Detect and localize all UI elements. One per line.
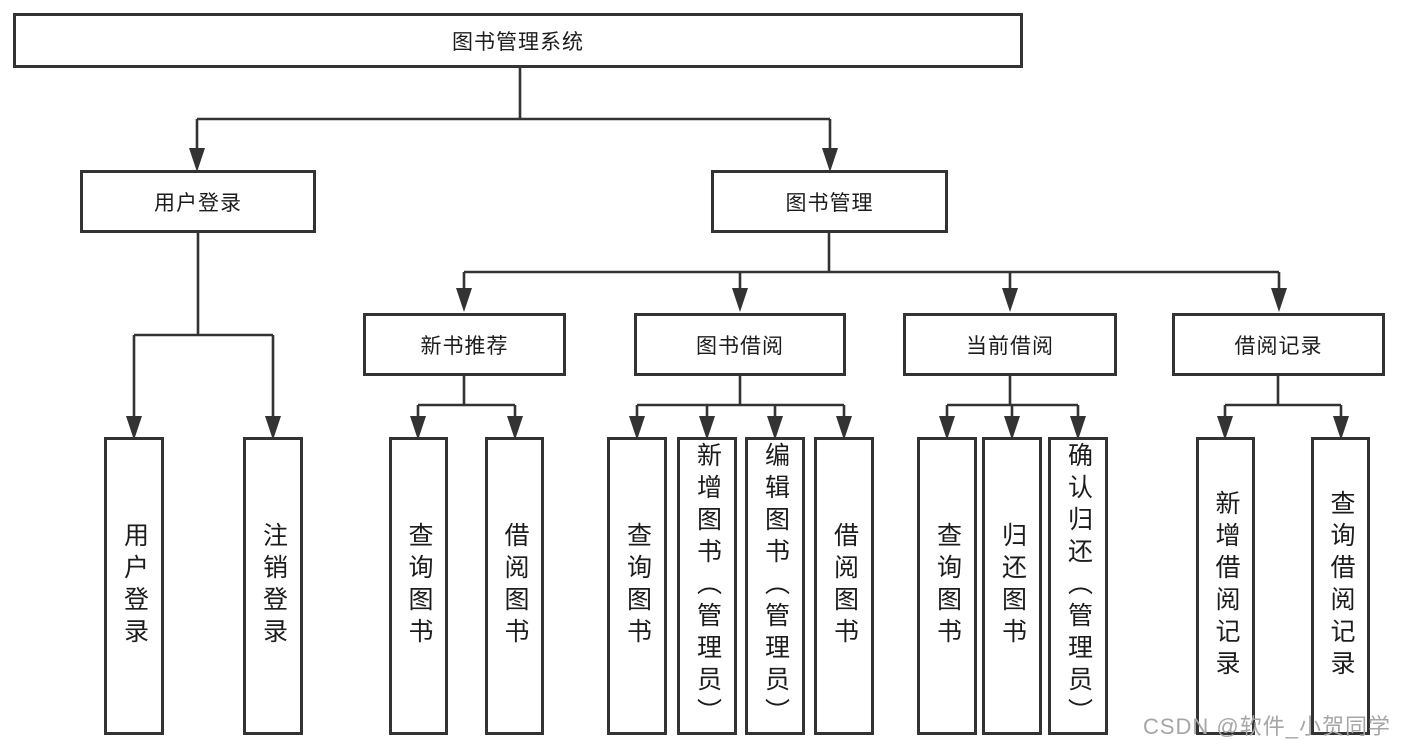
leaf-edit-book-admin: 编辑图书（管理员） [745, 437, 805, 735]
leaf-add-book-admin: 新增图书（管理员） [677, 437, 737, 735]
leaf-logout: 注销登录 [243, 437, 303, 735]
leaf-add-borrow-record: 新增借阅记录 [1196, 437, 1255, 735]
node-label: 图书借阅 [696, 334, 784, 358]
leaf-borrow-books-recommend: 借阅图书 [485, 437, 544, 735]
node-label: 图书管理系统 [452, 30, 584, 54]
leaf-query-borrow-record: 查询借阅记录 [1311, 437, 1370, 735]
leaf-label: 查询借阅记录 [1327, 490, 1355, 682]
node-user-login: 用户登录 [80, 170, 316, 233]
leaf-label: 查询图书 [623, 522, 652, 650]
leaf-return-books: 归还图书 [982, 437, 1042, 735]
leaf-label: 编辑图书（管理员） [761, 442, 790, 730]
node-label: 用户登录 [154, 191, 242, 215]
node-label: 图书管理 [785, 191, 874, 215]
leaf-query-books-recommend: 查询图书 [389, 437, 448, 735]
node-label: 新书推荐 [420, 334, 509, 358]
node-label: 借阅记录 [1234, 334, 1323, 358]
leaf-query-books-current: 查询图书 [917, 437, 977, 735]
leaf-label: 查询图书 [405, 522, 433, 650]
leaf-query-books-borrowing: 查询图书 [607, 437, 667, 735]
node-current-borrowing: 当前借阅 [903, 313, 1117, 376]
leaf-label: 查询图书 [933, 522, 962, 650]
leaf-user-login: 用户登录 [104, 437, 164, 735]
node-label: 当前借阅 [966, 334, 1054, 358]
node-book-borrowing: 图书借阅 [634, 313, 846, 376]
leaf-label: 注销登录 [259, 522, 288, 650]
leaf-label: 新增借阅记录 [1212, 490, 1240, 682]
leaf-label: 借阅图书 [501, 522, 529, 650]
node-borrowing-records: 借阅记录 [1172, 313, 1385, 376]
node-library-system: 图书管理系统 [13, 13, 1023, 68]
leaf-label: 确认归还（管理员） [1064, 442, 1093, 730]
node-book-management: 图书管理 [711, 170, 948, 233]
node-new-book-recommend: 新书推荐 [363, 313, 566, 376]
leaf-confirm-return-admin: 确认归还（管理员） [1048, 437, 1108, 735]
leaf-label: 用户登录 [120, 522, 149, 650]
leaf-borrow-books-borrowing: 借阅图书 [814, 437, 874, 735]
leaf-label: 归还图书 [998, 522, 1027, 650]
leaf-label: 借阅图书 [830, 522, 859, 650]
leaf-label: 新增图书（管理员） [693, 442, 722, 730]
